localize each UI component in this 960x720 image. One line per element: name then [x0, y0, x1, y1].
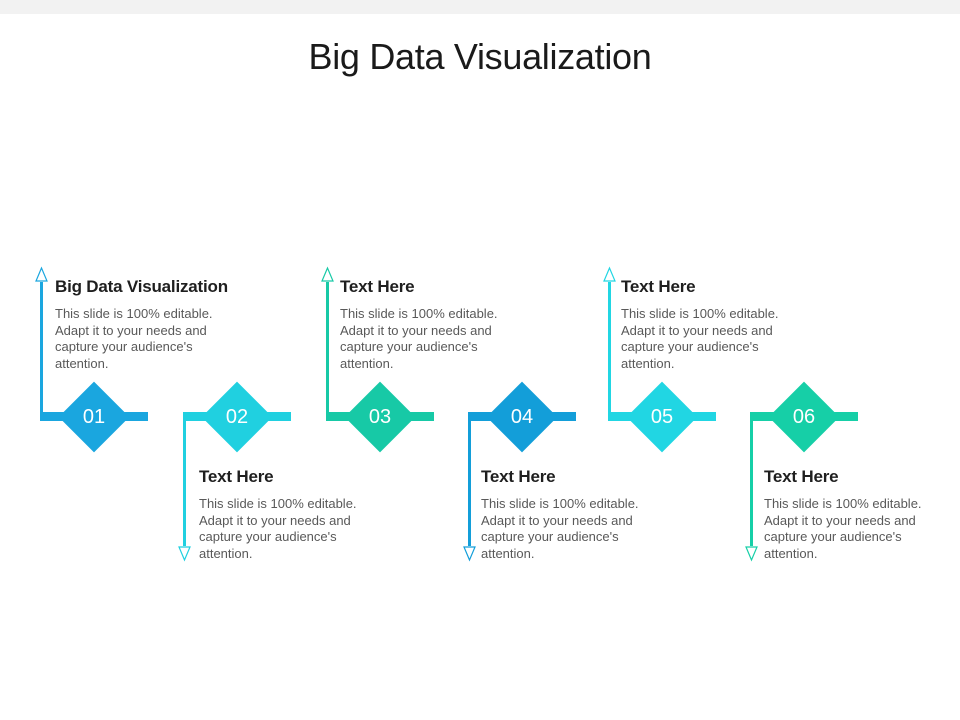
step-body: This slide is 100% editable. Adapt it to…: [621, 306, 779, 371]
step-heading: Text Here: [764, 467, 839, 486]
step-05-diamond: 05: [626, 381, 698, 453]
step-04-diamond: 04: [486, 381, 558, 453]
step-heading: Text Here: [199, 467, 274, 486]
step-02-text: Text Here This slide is 100% editable. A…: [199, 467, 364, 562]
step-body: This slide is 100% editable. Adapt it to…: [481, 496, 639, 561]
arrow-up-icon: [321, 266, 334, 282]
step-06-diamond: 06: [768, 381, 840, 453]
arrow-down-icon: [745, 546, 758, 562]
step-03-diamond: 03: [344, 381, 416, 453]
step-body: This slide is 100% editable. Adapt it to…: [764, 496, 922, 561]
step-03-text: Text Here This slide is 100% editable. A…: [340, 277, 505, 372]
step-number: 05: [650, 405, 674, 428]
step-heading: Text Here: [621, 277, 696, 296]
arrow-down-icon: [178, 546, 191, 562]
step-01-diamond: 01: [58, 381, 130, 453]
step-heading: Text Here: [481, 467, 556, 486]
step-body: This slide is 100% editable. Adapt it to…: [55, 306, 213, 371]
step-heading: Big Data Visualization: [55, 277, 228, 296]
arrow-up-icon: [35, 266, 48, 282]
step-number: 01: [82, 405, 106, 428]
step-number: 03: [368, 405, 392, 428]
step-number: 06: [792, 405, 816, 428]
step-06-text: Text Here This slide is 100% editable. A…: [764, 467, 929, 562]
step-number: 04: [510, 405, 534, 428]
step-number: 02: [225, 405, 249, 428]
step-body: This slide is 100% editable. Adapt it to…: [199, 496, 357, 561]
step-heading: Text Here: [340, 277, 415, 296]
step-04-text: Text Here This slide is 100% editable. A…: [481, 467, 646, 562]
slide-title: Big Data Visualization: [308, 36, 652, 77]
step-01-text: Big Data Visualization This slide is 100…: [55, 277, 228, 372]
step-body: This slide is 100% editable. Adapt it to…: [340, 306, 498, 371]
top-strip: [0, 0, 960, 14]
step-05-text: Text Here This slide is 100% editable. A…: [621, 277, 786, 372]
arrow-up-icon: [603, 266, 616, 282]
step-02-diamond: 02: [201, 381, 273, 453]
arrow-down-icon: [463, 546, 476, 562]
